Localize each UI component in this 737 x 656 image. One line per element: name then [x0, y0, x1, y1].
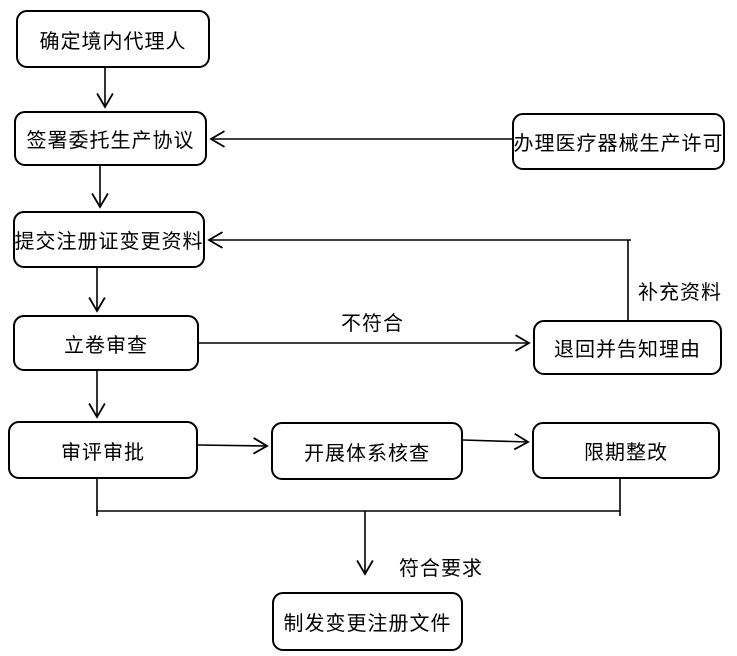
edge-inspection-to-rectify: [462, 432, 530, 451]
edge-label-meets-requirements: 符合要求: [399, 552, 483, 581]
node-sign-entrusted-production-agreement: 签署委托生产协议: [14, 111, 207, 166]
edge-label-supplementary-materials: 补充资料: [638, 276, 722, 305]
node-apply-medical-device-production-license: 办理医疗器械生产许可: [512, 113, 725, 170]
node-return-and-notify-reason: 退回并告知理由: [533, 320, 722, 375]
edge-label-non-compliant: 不符合: [341, 307, 404, 336]
node-conduct-system-inspection: 开展体系核查: [271, 422, 463, 480]
node-issue-change-registration-documents: 制发变更注册文件: [272, 592, 463, 651]
node-docketing-review: 立卷审查: [13, 315, 199, 371]
node-submit-registration-change-materials: 提交注册证变更资料: [13, 211, 205, 268]
node-determine-domestic-agent: 确定境内代理人: [16, 10, 210, 68]
node-rectify-within-time-limit: 限期整改: [532, 422, 720, 479]
node-technical-review-and-approval: 审评审批: [8, 421, 198, 479]
edge-approval-to-inspection: [197, 437, 269, 455]
